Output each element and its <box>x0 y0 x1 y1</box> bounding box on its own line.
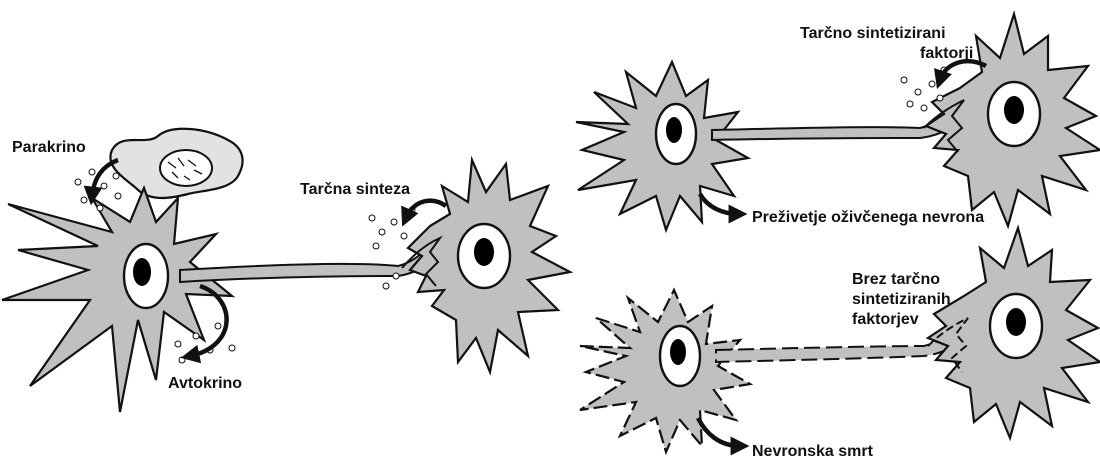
left-target-cell <box>402 160 570 372</box>
survival-arrow <box>700 194 738 214</box>
no-factors-label-line3: faktorjev <box>852 311 919 328</box>
bottom-right-panel: Brez tarčno sintetiziranih faktorjev Nev… <box>580 228 1100 460</box>
bottom-right-target-cell <box>928 228 1100 438</box>
target-synthesis-label: Tarčna sinteza <box>300 181 410 198</box>
survival-label: Preživetje oživčenega nevrona <box>752 209 984 226</box>
autocrine-label: Avtokrino <box>168 375 242 392</box>
glial-cell <box>110 129 242 198</box>
top-right-neuron <box>576 62 748 230</box>
top-right-panel: Tarčno sintetizirani faktorji Preživetje… <box>576 14 1100 230</box>
target-factors-label-line1: Tarčno sintetizirani <box>800 25 946 42</box>
no-factors-label-line1: Brez tarčno <box>852 271 940 288</box>
target-synthesis-arrow <box>406 201 446 218</box>
bottom-right-axon-degenerating <box>716 324 964 362</box>
paracrine-label: Parakrino <box>12 139 86 156</box>
death-label: Nevronska smrt <box>752 443 874 460</box>
no-factors-label-line2: sintetiziranih <box>852 291 951 308</box>
death-arrow <box>698 418 740 446</box>
left-panel: Parakrino Avtokrino Tarčna sinteza <box>2 129 570 412</box>
target-factors-label-line2: faktorji <box>920 45 973 62</box>
bottom-right-neuron <box>580 290 750 452</box>
